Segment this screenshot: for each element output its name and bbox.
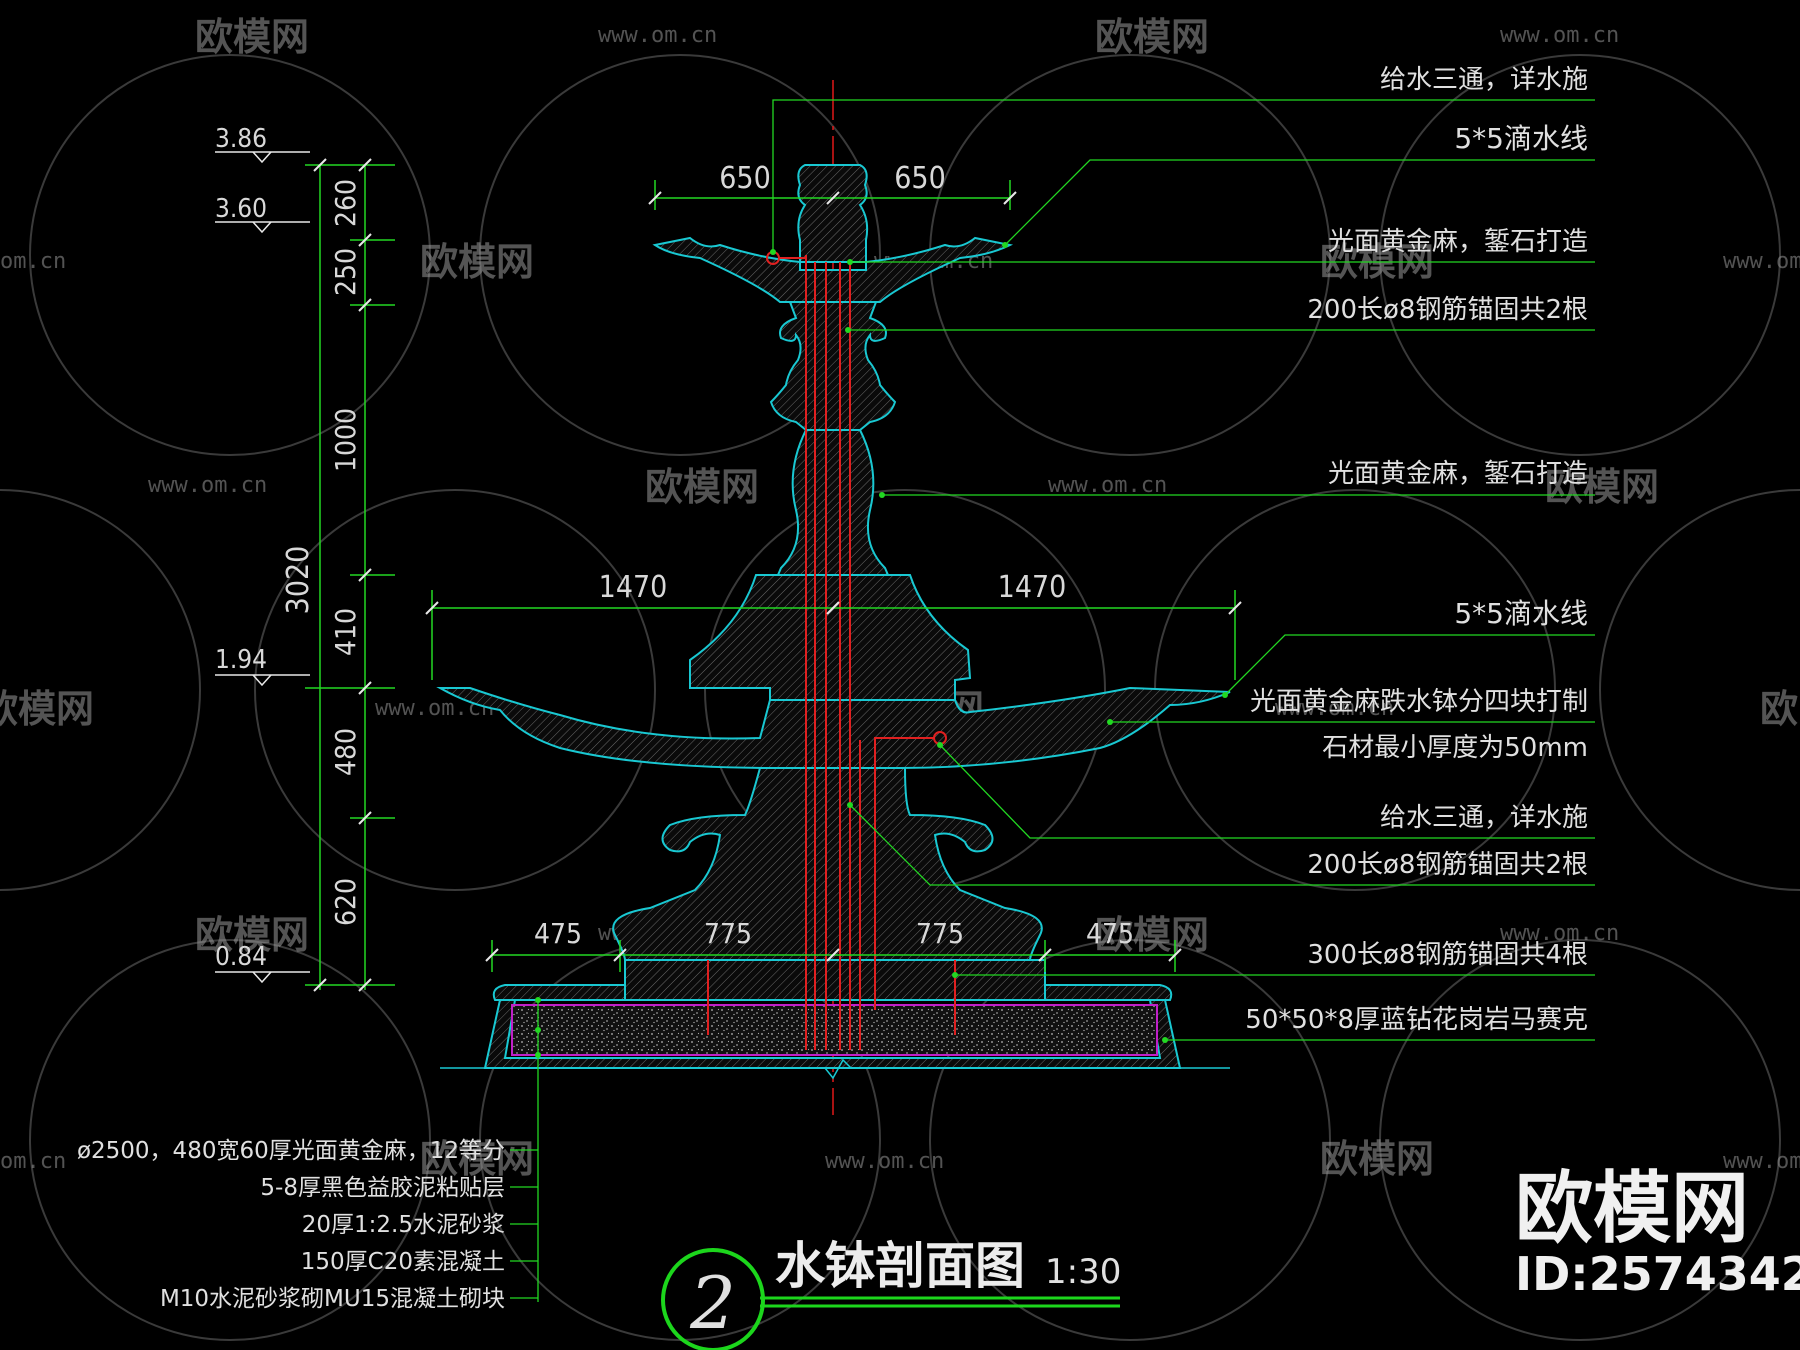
dim-top-right: 650	[894, 161, 946, 196]
watermark-url: www.om.cn	[1723, 249, 1800, 274]
watermark-brand: 欧模网	[420, 240, 534, 284]
callout-label: 光面黄金麻跌水钵分四块打制	[1250, 687, 1588, 717]
dim-base: 775	[704, 917, 752, 950]
dim-base: 475	[1086, 917, 1134, 950]
watermark-brand: 欧模网	[420, 1137, 534, 1181]
right-leaders	[537, 99, 1595, 1302]
dim-mid-left: 1470	[599, 570, 668, 605]
title-text: 水钵剖面图	[775, 1237, 1025, 1295]
watermark-url: www.om.cn	[1048, 473, 1167, 498]
dim-segment: 260	[329, 179, 362, 227]
level-markers	[215, 151, 310, 984]
watermark-brand: 欧模网	[195, 913, 309, 957]
dim-mid-right: 1470	[998, 570, 1067, 605]
watermark-brand: 欧模网	[1095, 15, 1209, 59]
watermark-brand: 欧模网	[195, 15, 309, 59]
brand-name: 欧模网	[1515, 1164, 1749, 1254]
ground-line	[440, 1058, 1230, 1080]
watermark-brand: 欧模网	[0, 687, 94, 731]
watermark-url: www.om.cn	[1723, 1149, 1800, 1174]
callout-label: 50*50*8厚蓝钻花岗岩马赛克	[1245, 1005, 1588, 1035]
top-finial	[797, 164, 869, 263]
callout-label: 5*5滴水线	[1454, 122, 1588, 155]
level-label: 1.94	[215, 645, 267, 675]
level-label: 0.84	[215, 942, 267, 972]
watermark-url: om.cn	[0, 249, 66, 274]
watermark-url: www.om.cn	[1500, 921, 1619, 946]
vertical-dimension-chain	[305, 158, 395, 992]
callout-label: 300长ø8钢筋锚固共4根	[1307, 940, 1588, 970]
pedestal-step	[689, 574, 972, 701]
watermark-url: www.om.cn	[148, 473, 267, 498]
callout-label: 给水三通，详水施	[1380, 65, 1588, 95]
left-leaders	[510, 1149, 538, 1299]
fountain-body	[436, 164, 1231, 1069]
dim-segment: 250	[329, 248, 362, 296]
dim-base: 475	[534, 917, 582, 950]
watermark-url: www.om.cn	[1500, 23, 1619, 48]
callout-label: 光面黄金麻，錾石打造	[1328, 459, 1588, 489]
title-number: 2	[689, 1261, 736, 1345]
callout-label: 石材最小厚度为50mm	[1322, 733, 1588, 763]
basin-rim	[492, 984, 1173, 1001]
callout-label: 给水三通，详水施	[1380, 803, 1588, 833]
right-leader-dots	[535, 242, 1228, 1058]
watermark-url: www.om.cn	[598, 23, 717, 48]
layer-label: ø2500，480宽60厚光面黄金麻，12等分	[77, 1138, 505, 1164]
watermark-brand: 欧模网	[1545, 465, 1659, 509]
watermark-url: www.om.cn	[1275, 696, 1394, 721]
layer-label: 150厚C20素混凝土	[301, 1249, 505, 1275]
watermark-url: om.cn	[0, 1149, 66, 1174]
dim-segment: 1000	[329, 408, 362, 472]
dim-segment: 480	[329, 728, 362, 776]
upper-collar	[769, 301, 897, 431]
brand-id: ID:2574342	[1515, 1247, 1800, 1301]
title-number-ring	[661, 1248, 765, 1350]
layer-label: 5-8厚黑色益胶泥粘贴层	[260, 1175, 505, 1201]
watermark-brand: 欧模网	[1320, 1137, 1434, 1181]
drawing-title: 2 水钵剖面图 1:30	[661, 1237, 1121, 1350]
dim-top-left: 650	[719, 161, 771, 196]
main-column	[776, 429, 890, 576]
large-bowl	[436, 686, 1231, 769]
mosaic-layer	[511, 1004, 1158, 1056]
plinth	[624, 959, 1046, 1001]
dim-base: 775	[916, 917, 964, 950]
top-bowl	[652, 236, 1014, 303]
watermark-brand: 欧模网	[645, 465, 759, 509]
brand-block: 欧模网 ID:2574342	[1515, 1164, 1800, 1301]
horizontal-dimensions	[425, 180, 1242, 972]
callout-label: 5*5滴水线	[1454, 597, 1588, 630]
level-label: 3.86	[215, 124, 267, 154]
title-scale: 1:30	[1045, 1252, 1121, 1292]
callout-label: 200长ø8钢筋锚固共2根	[1307, 295, 1588, 325]
callout-label: 200长ø8钢筋锚固共2根	[1307, 850, 1588, 880]
layer-label: 20厚1:2.5水泥砂浆	[302, 1212, 505, 1238]
watermark-url: www.om.cn	[825, 1149, 944, 1174]
dim-segment: 410	[329, 608, 362, 656]
watermark-brand: 欧模网	[1095, 913, 1209, 957]
layer-label: M10水泥砂浆砌MU15混凝土砌块	[160, 1286, 505, 1312]
watermark-brand: 欧	[1760, 687, 1798, 731]
dim-segment: 620	[329, 878, 362, 926]
level-label: 3.60	[215, 194, 267, 224]
lower-stem	[612, 767, 1043, 961]
callout-label: 光面黄金麻，錾石打造	[1328, 227, 1588, 257]
dim-total-height: 3020	[281, 546, 316, 615]
